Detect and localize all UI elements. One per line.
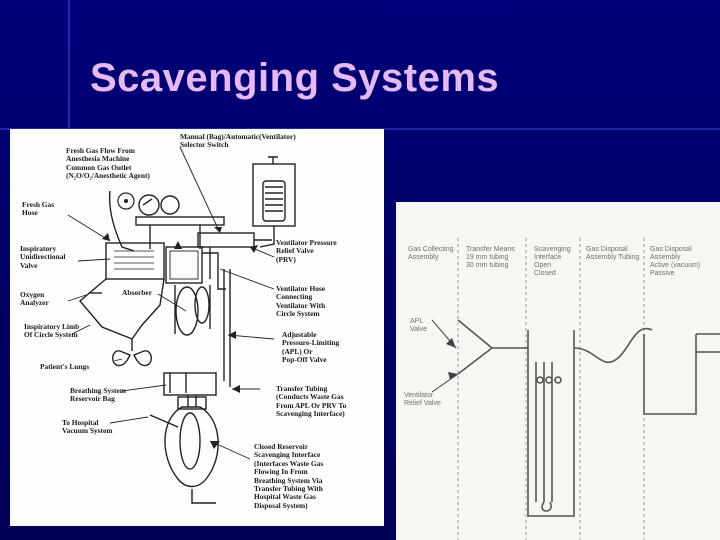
selector-switch-label: Manual (Bag)/Automatic(Ventilator) Selec…	[180, 132, 296, 150]
patients-lungs-label: Patient's Lungs	[40, 362, 90, 371]
absorber-label: Absorber	[122, 288, 152, 297]
slide-title: Scavenging Systems	[90, 56, 500, 100]
fresh-gas-hose-label: Fresh Gas Hose	[22, 200, 55, 218]
gas-collecting-header: Gas Collecting Assembly	[408, 246, 454, 261]
oxygen-analyzer-label: Oxygen Analyzer	[20, 290, 49, 308]
transfer-means-header: Transfer Means 19 mm tubing 30 mm tubing	[466, 246, 515, 269]
closed-interface-label: Closed Reservoir Scavenging Interface (I…	[254, 442, 324, 510]
scavenging-interface-header: Scavenging Interface Open Closed	[534, 246, 571, 277]
anesthesia-circuit-drawing	[67, 146, 296, 504]
scavenging-system-diagram: Gas Collecting Assembly Transfer Means 1…	[396, 202, 720, 540]
fresh-gas-flow-label: Fresh Gas Flow From Anesthesia Machine C…	[66, 146, 150, 181]
gas-disposal-tubing-header: Gas Disposal Assembly Tubing	[586, 246, 640, 261]
gas-disposal-assembly-header: Gas Disposal Assembly Active (vacuum) Pa…	[650, 246, 701, 277]
ventilator-relief-valve-label: Ventilator Pressure Relief Valve (PRV)	[276, 238, 337, 264]
inspiratory-valve-label: Inspiratory Unidirectional Valve	[20, 244, 66, 270]
transfer-tubing-label: Transfer Tubing (Conducts Waste Gas From…	[276, 384, 347, 419]
apl-valve-label: APL Valve	[410, 318, 427, 333]
accent-vertical-line	[68, 0, 70, 150]
apl-valve-label: Adjustable Pressure-Limiting (APL) Or Po…	[282, 330, 340, 365]
anesthesia-circuit-diagram: Manual (Bag)/Automatic(Ventilator) Selec…	[10, 129, 384, 526]
hospital-vacuum-label: To Hospital Vacuum System	[62, 418, 113, 436]
ventilator-hose-label: Ventilator Hose Connecting Ventilator Wi…	[276, 284, 326, 319]
ventilator-relief-valve-label: Ventilator Relief Valve	[404, 392, 441, 407]
scavenging-system-drawing	[431, 238, 720, 540]
reservoir-bag-label: Breathing System Reservoir Bag	[70, 386, 126, 404]
inspiratory-limb-label: Inspiratory Limb Of Circle System	[24, 322, 80, 340]
